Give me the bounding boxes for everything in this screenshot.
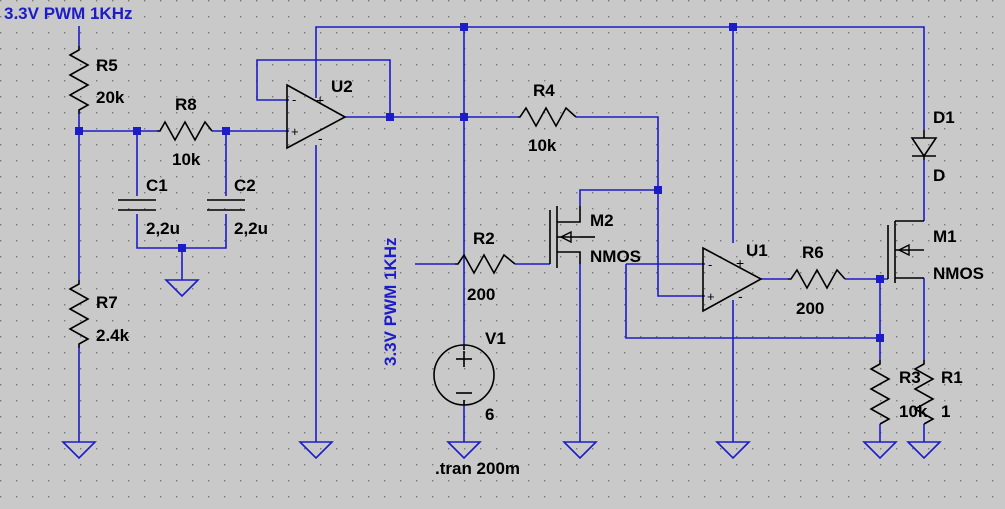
wires	[78, 26, 925, 442]
r4-name: R4	[533, 81, 555, 100]
r1-name: R1	[941, 368, 963, 387]
u1-plus-sign: +	[736, 255, 744, 271]
resistor-r6-symbol[interactable]	[788, 268, 846, 290]
u1-name: U1	[746, 241, 768, 260]
r3-value: 10k	[899, 402, 928, 421]
r2-value: 200	[467, 285, 495, 304]
c2-name: C2	[234, 176, 256, 195]
r7-value: 2.4k	[96, 326, 130, 345]
r2-name: R2	[473, 229, 495, 248]
r6-value: 200	[796, 299, 824, 318]
v1-name: V1	[485, 329, 506, 348]
u2-plus-sign: +	[316, 92, 324, 108]
u2-minus-sign: -	[318, 130, 323, 146]
c1-name: C1	[146, 176, 168, 195]
resistor-r1-symbol[interactable]	[913, 360, 935, 425]
net-label-pwm-top[interactable]: 3.3V PWM 1KHz	[4, 4, 132, 23]
resistor-r7-symbol[interactable]	[68, 280, 90, 348]
m2-name: M2	[590, 211, 614, 230]
directive-tran[interactable]: .tran 200m	[435, 459, 520, 478]
r5-value: 20k	[96, 88, 125, 107]
voltage-source-v1-symbol[interactable]	[433, 344, 495, 406]
r8-value: 10k	[172, 150, 201, 169]
capacitor-c2-symbol[interactable]	[207, 199, 245, 211]
r7-name: R7	[96, 293, 118, 312]
nmos-m2-symbol[interactable]	[549, 206, 595, 268]
resistor-r2-symbol[interactable]	[455, 253, 516, 275]
m1-value: NMOS	[933, 264, 984, 283]
resistor-r8-symbol[interactable]	[157, 120, 213, 142]
m1-name: M1	[933, 227, 957, 246]
nmos-m1-symbol[interactable]	[887, 220, 924, 283]
ground-symbols	[61, 279, 942, 460]
d1-value: D	[933, 166, 945, 185]
opamp-u1-symbol[interactable]: + - + -	[702, 246, 763, 313]
net-label-pwm-vertical[interactable]: 3.3V PWM 1KHz	[381, 238, 400, 366]
m2-value: NMOS	[590, 247, 641, 266]
d1-name: D1	[933, 108, 955, 127]
resistor-r4-symbol[interactable]	[518, 106, 577, 128]
capacitor-c1-symbol[interactable]	[118, 199, 156, 211]
r6-name: R6	[802, 243, 824, 262]
junctions	[75, 23, 884, 342]
v1-value: 6	[485, 405, 494, 424]
resistor-r3-symbol[interactable]	[869, 360, 891, 425]
c1-value: 2,2u	[146, 219, 180, 238]
u1-in-minus-sign: -	[708, 257, 712, 272]
resistor-r5-symbol[interactable]	[68, 46, 90, 114]
diode-d1-symbol[interactable]	[910, 130, 938, 160]
opamp-u2-symbol[interactable]: + - + -	[286, 83, 347, 150]
r3-name: R3	[899, 368, 921, 387]
r1-value: 1	[941, 402, 950, 421]
u1-in-plus-sign: +	[707, 289, 715, 304]
r5-name: R5	[96, 56, 118, 75]
u2-in-plus-sign: +	[291, 124, 299, 139]
r8-name: R8	[175, 95, 197, 114]
u2-name: U2	[331, 77, 353, 96]
c2-value: 2,2u	[234, 219, 268, 238]
u1-minus-sign: -	[738, 288, 743, 304]
r4-value: 10k	[528, 136, 557, 155]
u2-in-minus-sign: -	[292, 92, 296, 107]
